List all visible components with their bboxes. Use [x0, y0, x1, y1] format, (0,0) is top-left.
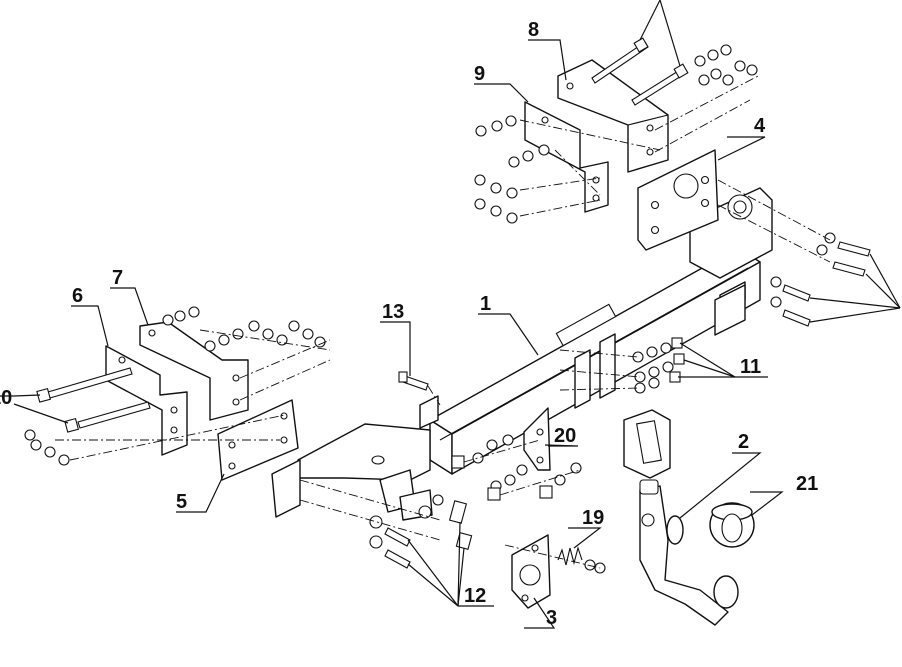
callout-21: 21: [796, 473, 818, 495]
callout-1: 1: [480, 293, 491, 315]
part-5-plate: [217, 399, 301, 518]
callout-7: 7: [112, 267, 123, 289]
long-bolts-top: [591, 37, 689, 106]
part-20-bracket: [523, 407, 551, 471]
long-bolts-left: [36, 367, 151, 433]
callout-9: 9: [474, 63, 485, 85]
callout-3: 3: [546, 607, 557, 629]
bolt-part-13: [398, 371, 429, 391]
leader-lines: [0, 0, 901, 629]
assembly-center-lines: [55, 74, 831, 569]
callout-12: 12: [464, 585, 486, 607]
part-3-socket-plate: [511, 534, 551, 609]
nuts-washers-right-cluster: [474, 115, 550, 224]
callout-2: 2: [738, 431, 749, 453]
part-9-plate: [524, 101, 609, 213]
part-6-plate: [105, 345, 188, 456]
part-21-ball-cap: [709, 502, 755, 548]
callout-13: 13: [382, 301, 404, 323]
callout-20: 20: [554, 425, 576, 447]
callout-8: 8: [528, 19, 539, 41]
nuts-washers-top-right: [694, 44, 758, 86]
callout-11: 11: [740, 356, 761, 378]
beam-mid-brackets: [419, 333, 616, 429]
callout-19: 19: [582, 507, 604, 529]
part-7-bracket: [139, 321, 249, 421]
part-4-plate: [637, 149, 719, 251]
main-crossbeam: [429, 247, 761, 475]
callout-5: 5: [176, 491, 187, 513]
callout-10: 10: [0, 387, 12, 409]
callout-4: 4: [754, 115, 766, 137]
bolts-lower-middle: [451, 434, 582, 501]
part-2-towbar: [623, 409, 739, 626]
bolts-right-lower: [770, 232, 871, 327]
callout-6: 6: [72, 285, 83, 307]
part-19-spring: [557, 546, 606, 574]
bolts-part-11: [632, 337, 685, 394]
